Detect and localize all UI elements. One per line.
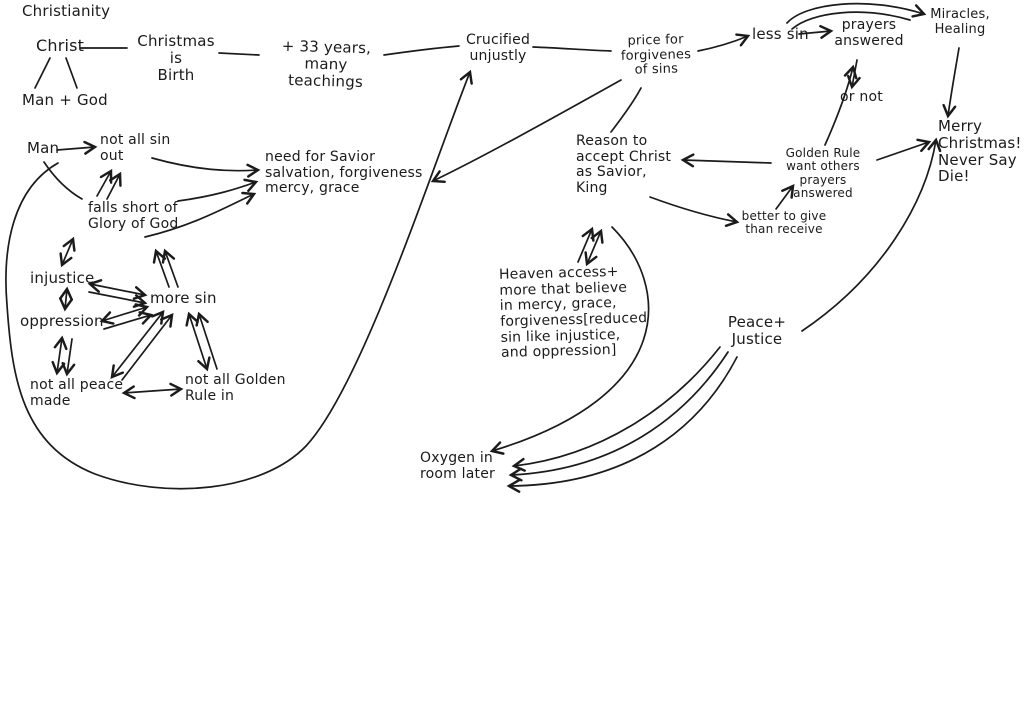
- node-miracles-healing: Miracles, Healing: [930, 7, 990, 37]
- edge-swirl-to-miracles-a: [786, 2, 927, 24]
- node-prayers-answered: prayers answered: [834, 17, 904, 49]
- edge-lesssin-prayers: [798, 24, 834, 39]
- node-christ: Christ: [36, 36, 85, 55]
- edge-notallgolden-moresin-a: [185, 311, 211, 372]
- edge-injustice-moresin-a: [87, 279, 148, 300]
- edge-bigloop-crucified: [5, 69, 473, 490]
- node-man: Man: [27, 139, 60, 157]
- edge-peace-oxygen-c: [506, 356, 738, 493]
- edge-peace-merry: [801, 137, 942, 332]
- edge-price-reason: [610, 87, 642, 133]
- node-falls-short-glory: falls short of Glory of God: [88, 200, 179, 232]
- edge-reason-oxygen-bulge: [489, 226, 650, 455]
- edge-fallsshort-needsavior: [177, 178, 259, 202]
- node-33-years-teachings: + 33 years, many teachings: [281, 36, 372, 91]
- edge-crucified-price: [532, 46, 612, 52]
- node-man-god: Man + God: [22, 91, 108, 109]
- edge-oppression-notallpeace-b: [61, 338, 76, 377]
- edge-fallsshort-notallsin-a: [96, 168, 113, 197]
- edge-notallpeace-moresin-a: [110, 310, 165, 379]
- node-not-all-sin-out: not all sin out: [100, 132, 171, 164]
- node-more-sin: more sin: [150, 289, 217, 307]
- node-price-for-forgiveness: price for forgivenes of sins: [620, 32, 692, 78]
- edge-injustice-oppression: [59, 286, 73, 312]
- edge-reason-better: [649, 196, 740, 228]
- node-oppression: oppression: [20, 312, 104, 330]
- edge-christ-mangod-b: [65, 57, 78, 89]
- edge-fallsshort-notallsin-b: [106, 171, 122, 200]
- node-crucified-unjustly: Crucified unjustly: [465, 32, 531, 64]
- edge-notallpeace-moresin-b: [121, 313, 174, 381]
- node-reason-accept-christ: Reason to accept Christ as Savior, King: [576, 133, 672, 197]
- edge-price-needsavior: [430, 79, 622, 184]
- node-oxygen-in-room: Oxygen in room later: [420, 450, 495, 482]
- edge-miracles-merry: [942, 47, 960, 119]
- node-peace-justice: Peace+ Justice: [727, 313, 787, 348]
- edge-christmas-years: [218, 52, 260, 56]
- edge-peace-oxygen-a: [511, 346, 721, 472]
- edge-moresin-glory-a: [152, 248, 170, 288]
- node-need-for-savior: need for Savior salvation, forgiveness m…: [265, 149, 423, 197]
- edge-years-crucified: [383, 45, 460, 56]
- node-heaven-access: Heaven access+ more that believe in merc…: [498, 263, 648, 362]
- edge-notallpeace-notallgolden: [121, 382, 184, 400]
- node-merry-christmas: Merry Christmas! Never Say Die!: [938, 117, 1022, 186]
- edge-glory-needsavior: [144, 191, 257, 238]
- edge-man-notallsin: [56, 140, 98, 155]
- edge-moresin-glory-b: [161, 248, 179, 288]
- edge-heaven-reason-b: [584, 228, 604, 267]
- edge-price-lesssin: [697, 33, 751, 52]
- node-injustice: injustice: [30, 269, 95, 287]
- edge-peace-oxygen-b: [508, 351, 729, 482]
- edge-christ-mangod-a: [34, 57, 51, 89]
- node-better-to-give: better to give than receive: [741, 209, 827, 237]
- edge-man-fallsshort: [43, 161, 83, 200]
- edge-notallgolden-moresin-b: [195, 311, 218, 370]
- node-golden-rule: Golden Rule want others prayers answered: [785, 146, 861, 201]
- edge-goldenrule-reason: [680, 153, 772, 168]
- node-less-sin: less sin: [752, 25, 809, 43]
- edge-oppression-moresin-b: [103, 311, 154, 330]
- edge-injustice-moresin-b: [88, 291, 148, 308]
- edge-goldenrule-merry: [876, 138, 932, 161]
- edge-notallsin-needsavior: [151, 157, 261, 178]
- node-or-not: or not: [840, 89, 883, 105]
- edge-prayers-ornot: [846, 59, 861, 90]
- node-not-all-peace-made: not all peace made: [30, 377, 124, 409]
- edge-injustice-fallsshort: [59, 236, 76, 268]
- edge-better-goldenrule: [775, 184, 795, 210]
- node-christmas-birth: Christmas is Birth: [137, 32, 215, 84]
- edge-oppression-notallpeace-a: [51, 335, 68, 376]
- edge-goldenrule-prayers: [824, 64, 858, 146]
- edge-swirl-to-miracles-b: [791, 11, 911, 30]
- page-title: Christianity: [22, 2, 111, 20]
- node-not-all-golden-rule: not all Golden Rule in: [185, 372, 286, 404]
